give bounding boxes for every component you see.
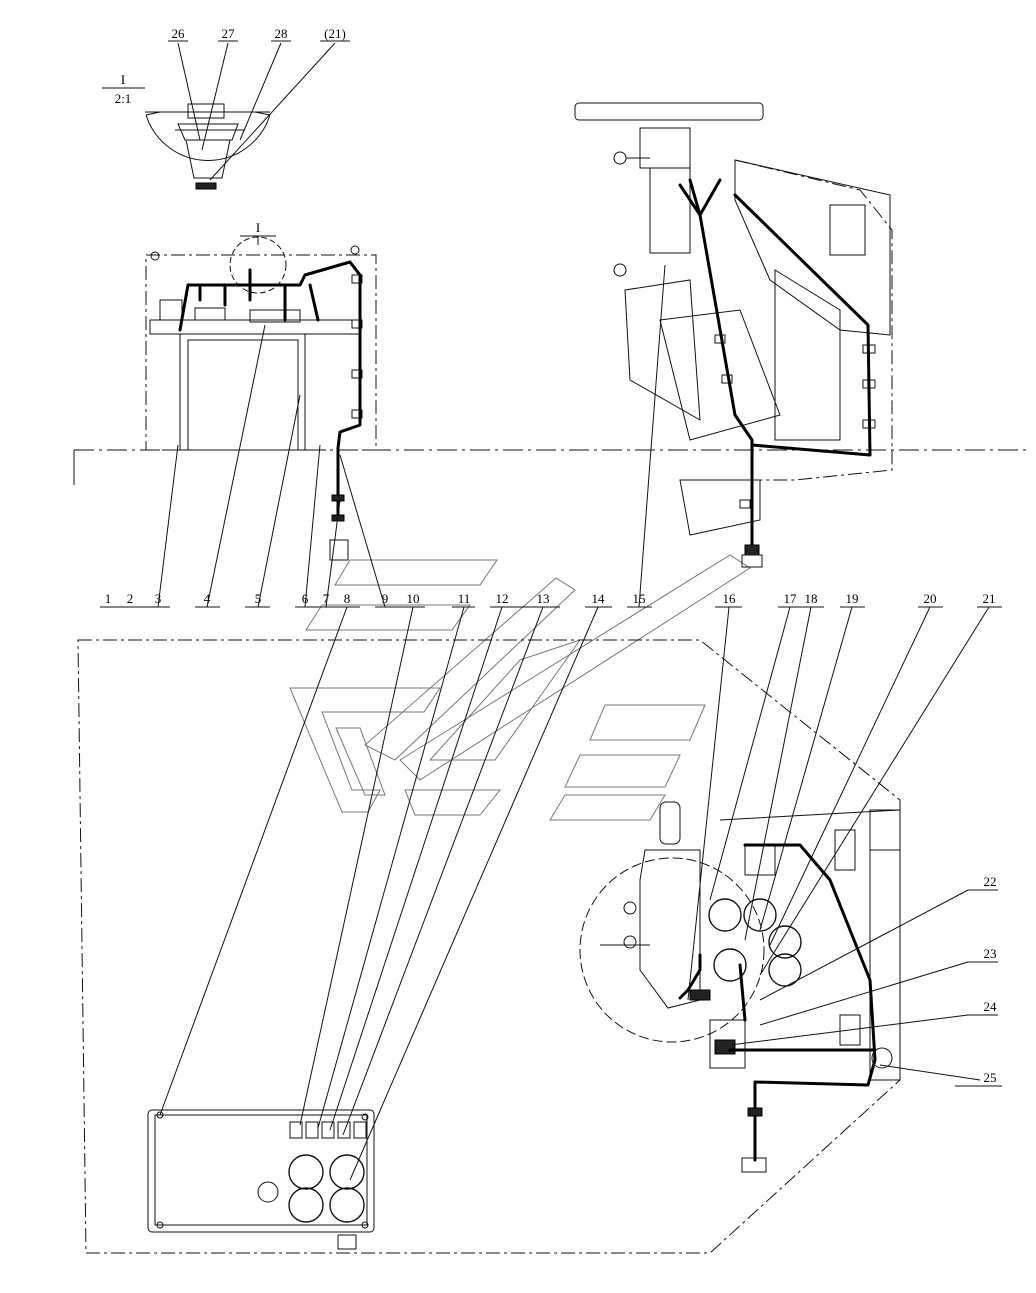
detail-leaders (168, 40, 350, 181)
callout-5: 5 (255, 591, 262, 606)
leader-lines-lower (159, 606, 1002, 1181)
instrument-box-side-view: I (73, 220, 1030, 561)
steering-column-side-view (574, 102, 893, 568)
cab-floor-plan (77, 639, 901, 1254)
callout-9: 9 (382, 591, 389, 606)
callout-27: 27 (222, 26, 236, 41)
callout-8: 8 (344, 591, 351, 606)
harness-lower (743, 843, 877, 1162)
callout-20: 20 (924, 591, 937, 606)
callout-1: 1 (105, 591, 112, 606)
view-marker-i: I (256, 220, 260, 235)
callout-19: 19 (846, 591, 859, 606)
callout-10: 10 (407, 591, 420, 606)
callout-17: 17 (784, 591, 798, 606)
callout-4: 4 (204, 591, 211, 606)
callout-21: 21 (983, 591, 996, 606)
callout-22: 22 (984, 874, 997, 889)
harness-right-main (688, 178, 754, 552)
callout-12: 12 (496, 591, 509, 606)
detail-view-scale: 2:1 (115, 91, 132, 106)
leader-lines-upper (157, 264, 666, 608)
callout-row: 1 2 3 4 5 6 7 8 9 10 11 12 13 14 15 16 1… (100, 591, 1002, 608)
callout-23: 23 (984, 946, 997, 961)
callout-11: 11 (458, 591, 471, 606)
callout-13: 13 (537, 591, 550, 606)
callout-14: 14 (592, 591, 606, 606)
detail-view-label: I (121, 72, 125, 87)
callout-2: 2 (127, 591, 134, 606)
harness-left (178, 260, 362, 522)
callout-21-ref: (21) (324, 26, 346, 41)
callout-7: 7 (323, 591, 330, 606)
callout-18: 18 (805, 591, 818, 606)
detail-circle (145, 103, 271, 190)
callout-3: 3 (155, 591, 162, 606)
harness-right-branch (733, 193, 872, 457)
callout-16: 16 (723, 591, 737, 606)
callout-15: 15 (633, 591, 646, 606)
callout-6: 6 (302, 591, 309, 606)
callout-24: 24 (984, 999, 998, 1014)
watermark-logo (289, 554, 751, 821)
callout-26: 26 (172, 26, 186, 41)
detail-view-i: I 2:1 26 27 28 (21) (102, 26, 350, 190)
callout-25: 25 (984, 1070, 997, 1085)
callout-28: 28 (275, 26, 288, 41)
